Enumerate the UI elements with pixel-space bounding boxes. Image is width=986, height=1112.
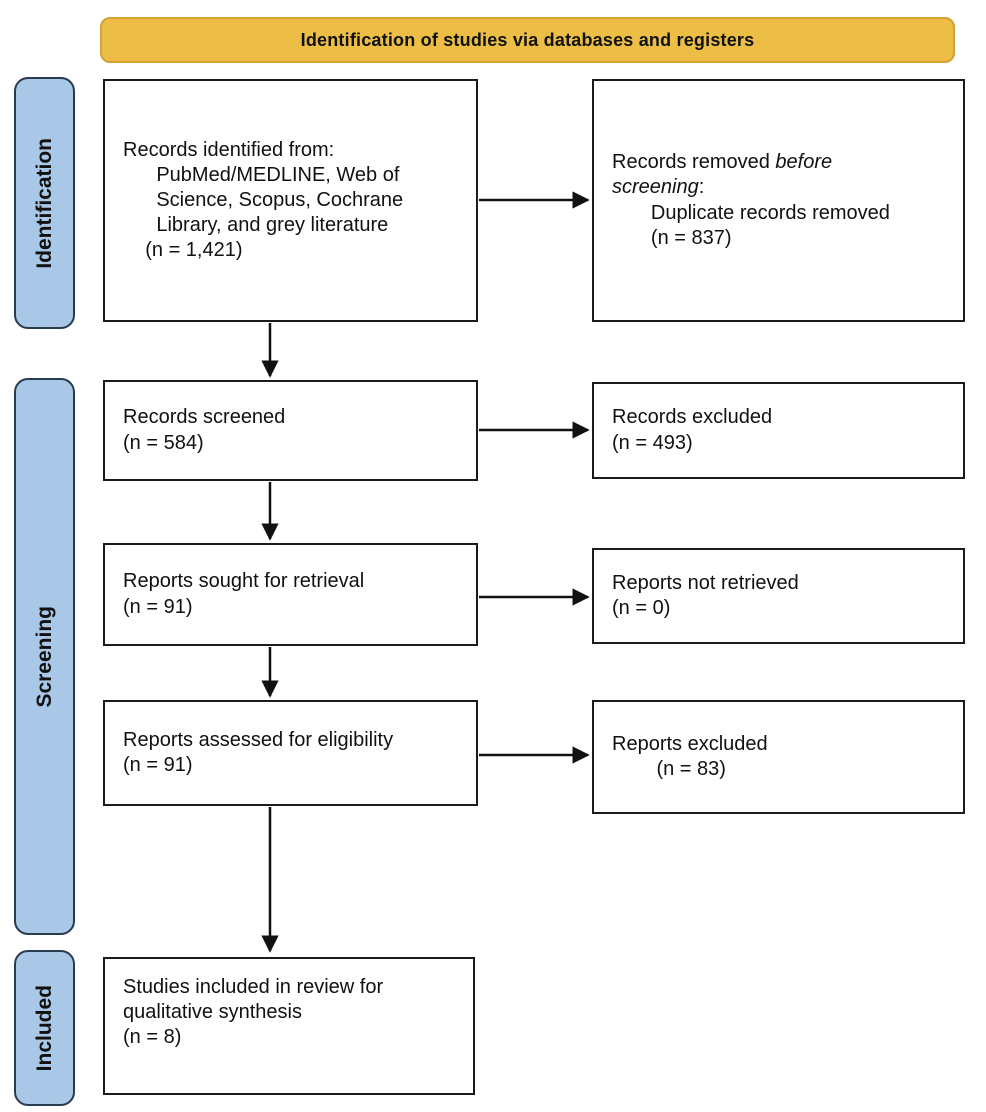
box-records-removed-text: Records removed before screening: Duplic… xyxy=(594,150,904,251)
box-records-screened-text: Records screened (n = 584) xyxy=(123,406,286,454)
box-records-identified-text: Records identified from: PubMed/MEDLINE,… xyxy=(123,138,404,262)
box-records-screened: Records screened (n = 584) xyxy=(103,380,478,481)
box-reports-excluded: Reports excluded (n = 83) xyxy=(592,700,965,814)
box-studies-included-text: Studies included in review for qualitati… xyxy=(123,976,384,1049)
box-studies-included: Studies included in review for qualitati… xyxy=(103,957,475,1095)
box-reports-sought-text: Reports sought for retrieval (n = 91) xyxy=(123,570,365,618)
stage-label-included-text: Included xyxy=(32,984,56,1072)
box-reports-sought: Reports sought for retrieval (n = 91) xyxy=(103,543,478,646)
box-reports-not-retrieved: Reports not retrieved (n = 0) xyxy=(592,548,965,644)
box-records-excluded-text: Records excluded (n = 493) xyxy=(612,406,773,454)
box-reports-excluded-text: Reports excluded (n = 83) xyxy=(612,732,768,780)
box-records-identified: Records identified from: PubMed/MEDLINE,… xyxy=(103,79,478,322)
box-reports-assessed: Reports assessed for eligibility (n = 91… xyxy=(103,700,478,806)
records-removed-italic: before screening xyxy=(612,151,833,199)
box-reports-assessed-text: Reports assessed for eligibility (n = 91… xyxy=(123,728,394,776)
box-reports-not-retrieved-text: Reports not retrieved (n = 0) xyxy=(612,571,799,619)
stage-label-included: Included xyxy=(14,950,75,1106)
records-removed-suffix: : xyxy=(698,176,705,199)
stage-label-screening-text: Screening xyxy=(32,605,56,708)
stage-label-identification-text: Identification xyxy=(32,137,56,269)
records-removed-body: Duplicate records removed (n = 837) xyxy=(650,201,890,249)
records-removed-prefix: Records removed xyxy=(612,151,776,174)
box-records-removed: Records removed before screening: Duplic… xyxy=(592,79,965,322)
stage-label-screening: Screening xyxy=(14,378,75,935)
header-title: Identification of studies via databases … xyxy=(300,29,755,50)
header-banner: Identification of studies via databases … xyxy=(100,17,955,63)
box-records-excluded: Records excluded (n = 493) xyxy=(592,382,965,479)
stage-label-identification: Identification xyxy=(14,77,75,329)
